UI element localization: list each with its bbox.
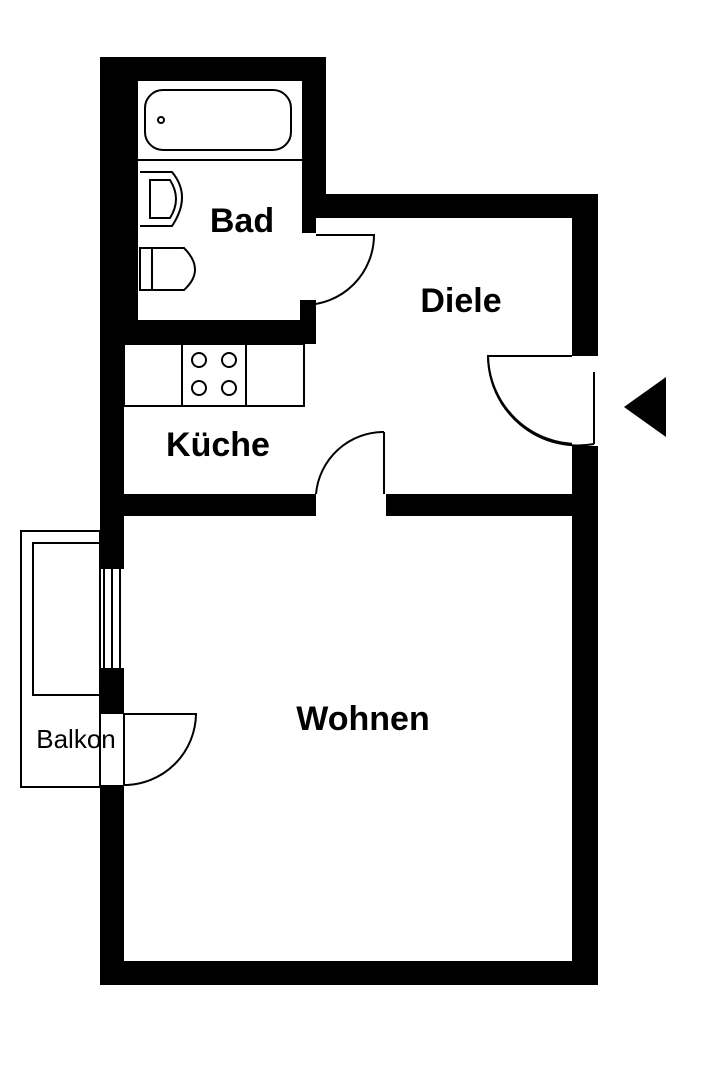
room-label-balkon: Balkon: [36, 724, 116, 754]
door-entrance: [486, 355, 581, 446]
toilet-icon: [139, 247, 196, 291]
stove-icon: [181, 343, 247, 407]
entrance-opening: [486, 355, 598, 447]
room-label-bad: Bad: [210, 202, 274, 240]
balcony-door-opening: [100, 714, 124, 785]
wall-right-lower: [572, 446, 598, 985]
walls: [100, 57, 598, 985]
wall-left-mid: [100, 668, 124, 714]
wall-left-lower: [100, 785, 124, 985]
kitchen-counter: [123, 343, 305, 407]
wall-bad-bottom: [124, 320, 314, 344]
door-bad: [303, 234, 376, 306]
wall-left-upper: [100, 57, 124, 569]
wall-right-upper: [572, 194, 598, 356]
wall-bad-top: [100, 57, 326, 81]
balcony: [20, 530, 125, 788]
wall-bad-right-stub: [300, 300, 316, 344]
wall-bottom: [100, 961, 598, 985]
washbasin-icon: [140, 171, 183, 227]
balcony-window: [100, 569, 124, 668]
room-label-kueche: Küche: [166, 426, 270, 464]
room-label-wohnen: Wohnen: [296, 700, 429, 738]
entrance-arrow-icon: [624, 377, 666, 437]
room-label-diele: Diele: [420, 282, 501, 320]
wall-bad-right-upper: [302, 57, 326, 197]
door-wohnen: [315, 430, 385, 495]
wall-diele-top: [302, 194, 598, 218]
wall-bad-inner-left: [124, 81, 138, 320]
bathtub-icon: [144, 89, 292, 151]
bathroom-fixtures: [138, 89, 302, 291]
wall-kitchen-bottom-right: [386, 494, 572, 516]
door-balkon: [123, 713, 198, 786]
wall-kitchen-bottom-left: [124, 494, 316, 516]
